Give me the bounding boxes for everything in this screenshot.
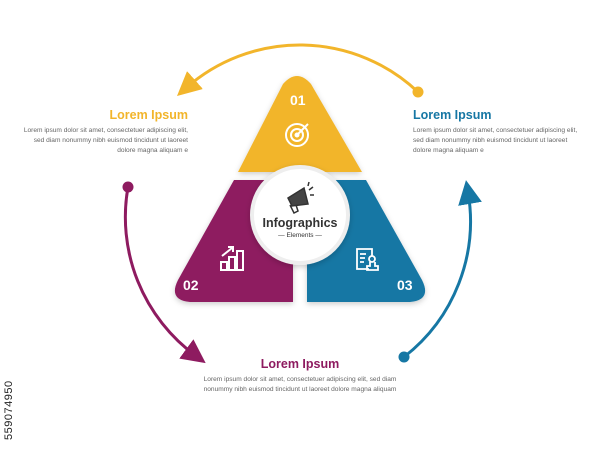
step-number-03: 03 bbox=[397, 277, 413, 293]
center-title: Infographics bbox=[262, 216, 338, 230]
center-label: Infographics — Elements — bbox=[250, 216, 350, 239]
step-number-02: 02 bbox=[183, 277, 199, 293]
block-title: Lorem Ipsum bbox=[413, 108, 492, 122]
growth-chart-icon bbox=[220, 246, 244, 271]
text-block-03: Lorem Ipsum Lorem ipsum dolor sit amet, … bbox=[413, 108, 583, 156]
block-text: Lorem ipsum dolor sit amet, consectetuer… bbox=[413, 127, 578, 154]
watermark-id: 559074950 bbox=[3, 380, 15, 440]
megaphone-icon bbox=[287, 181, 314, 215]
block-title: Lorem Ipsum bbox=[109, 108, 189, 122]
target-icon bbox=[285, 123, 309, 147]
center-circle bbox=[250, 165, 350, 265]
text-block-01: Lorem Ipsum Lorem ipsum dolor sit amet, … bbox=[18, 108, 188, 156]
block-text: Lorem ipsum dolor sit amet, consectetuer… bbox=[203, 376, 397, 393]
document-stamp-icon bbox=[356, 248, 379, 271]
arc-blue bbox=[398, 180, 482, 363]
arc-yellow bbox=[176, 43, 424, 98]
block-text: Lorem ipsum dolor sit amet, consectetuer… bbox=[23, 127, 188, 154]
text-block-02: Lorem Ipsum Lorem ipsum dolor sit amet, … bbox=[190, 357, 410, 395]
step-number-01: 01 bbox=[290, 92, 306, 108]
arc-purple bbox=[122, 181, 206, 364]
block-title: Lorem Ipsum bbox=[260, 357, 340, 371]
center-subtitle: — Elements — bbox=[278, 232, 322, 239]
